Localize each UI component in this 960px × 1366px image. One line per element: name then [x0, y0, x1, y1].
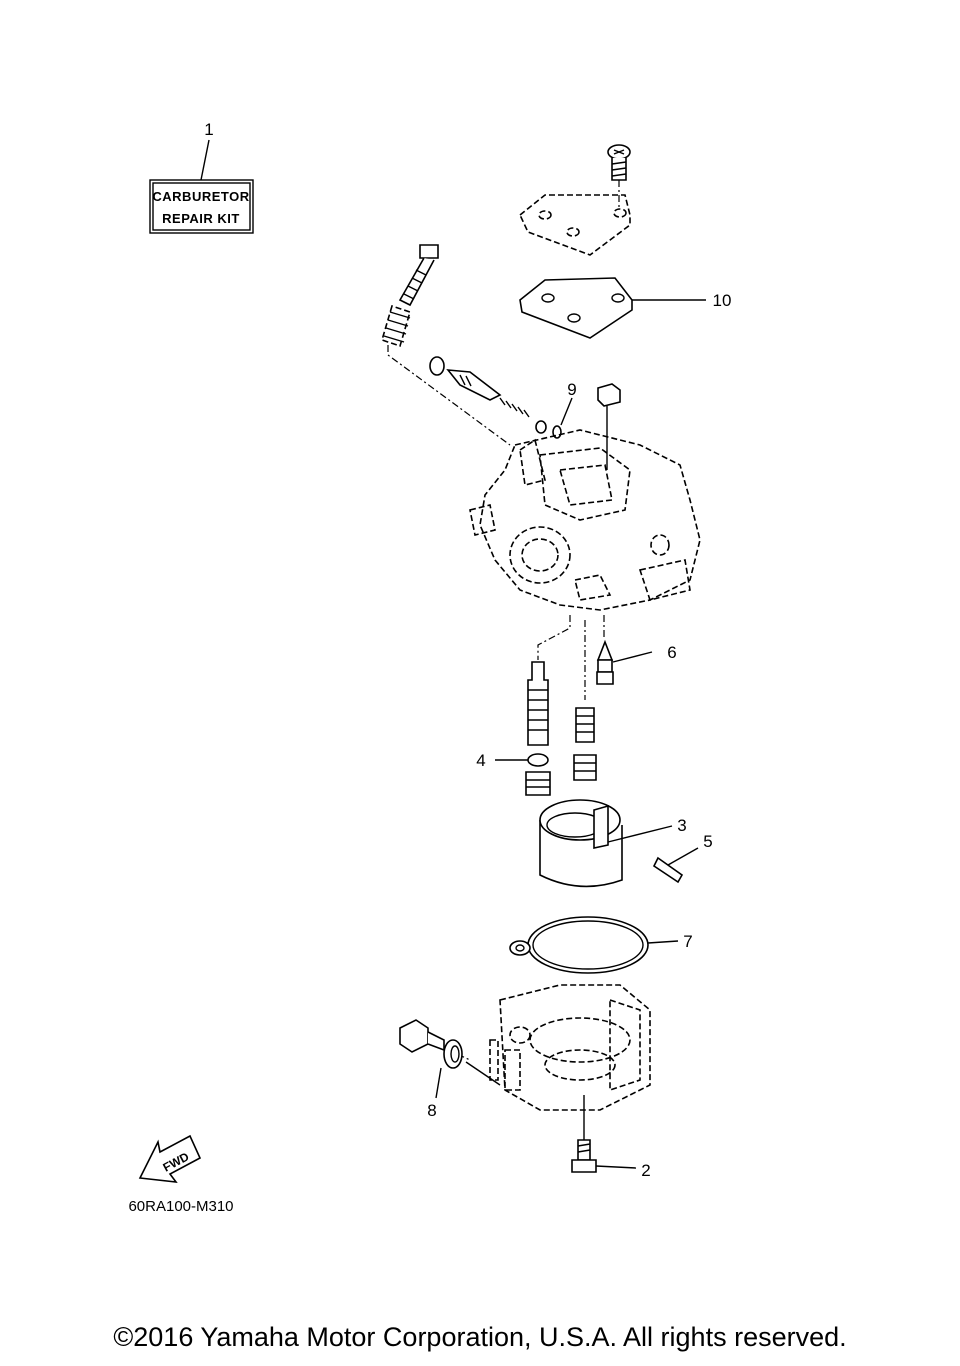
diagram-code: 60RA100-M310 [128, 1198, 233, 1215]
pilot-jet [573, 707, 597, 781]
float-3 [539, 799, 673, 888]
carburetor-body [469, 429, 701, 611]
callout-4: 4 [476, 751, 485, 770]
gasket-10 [519, 277, 706, 339]
copyright-notice: ©2016 Yamaha Motor Corporation, U.S.A. A… [113, 1322, 847, 1352]
callout-7: 7 [683, 932, 692, 951]
repair-kit-label: CARBURETOR REPAIR KIT [149, 139, 254, 234]
float-cap [597, 383, 621, 470]
cover-plate [519, 194, 631, 256]
kit-label-line2: REPAIR KIT [162, 211, 240, 226]
float-chamber [489, 984, 651, 1111]
callout-1: 1 [204, 120, 213, 139]
callout-5: 5 [703, 832, 712, 851]
washer-8 [435, 1039, 463, 1099]
kit-label-line1: CARBURETOR [152, 189, 249, 204]
main-nozzle [527, 661, 549, 746]
chamber-gasket-7 [509, 916, 679, 974]
cover-screw [607, 144, 631, 210]
pilot-screw-assembly [381, 244, 511, 446]
fwd-arrow-icon: FWD [138, 1134, 202, 1183]
callout-10: 10 [713, 291, 732, 310]
throttle-shaft [429, 356, 547, 434]
oring-4 [495, 753, 549, 767]
needle-valve-6 [596, 639, 653, 685]
callout-6: 6 [667, 643, 676, 662]
callout-2: 2 [641, 1161, 650, 1180]
drain-screw [399, 1019, 501, 1086]
chamber-screw-2 [571, 1095, 637, 1173]
callout-8: 8 [427, 1101, 436, 1120]
callout-9: 9 [567, 380, 576, 399]
callout-3: 3 [677, 816, 686, 835]
float-pin-5 [652, 847, 699, 884]
main-jet [525, 771, 551, 796]
